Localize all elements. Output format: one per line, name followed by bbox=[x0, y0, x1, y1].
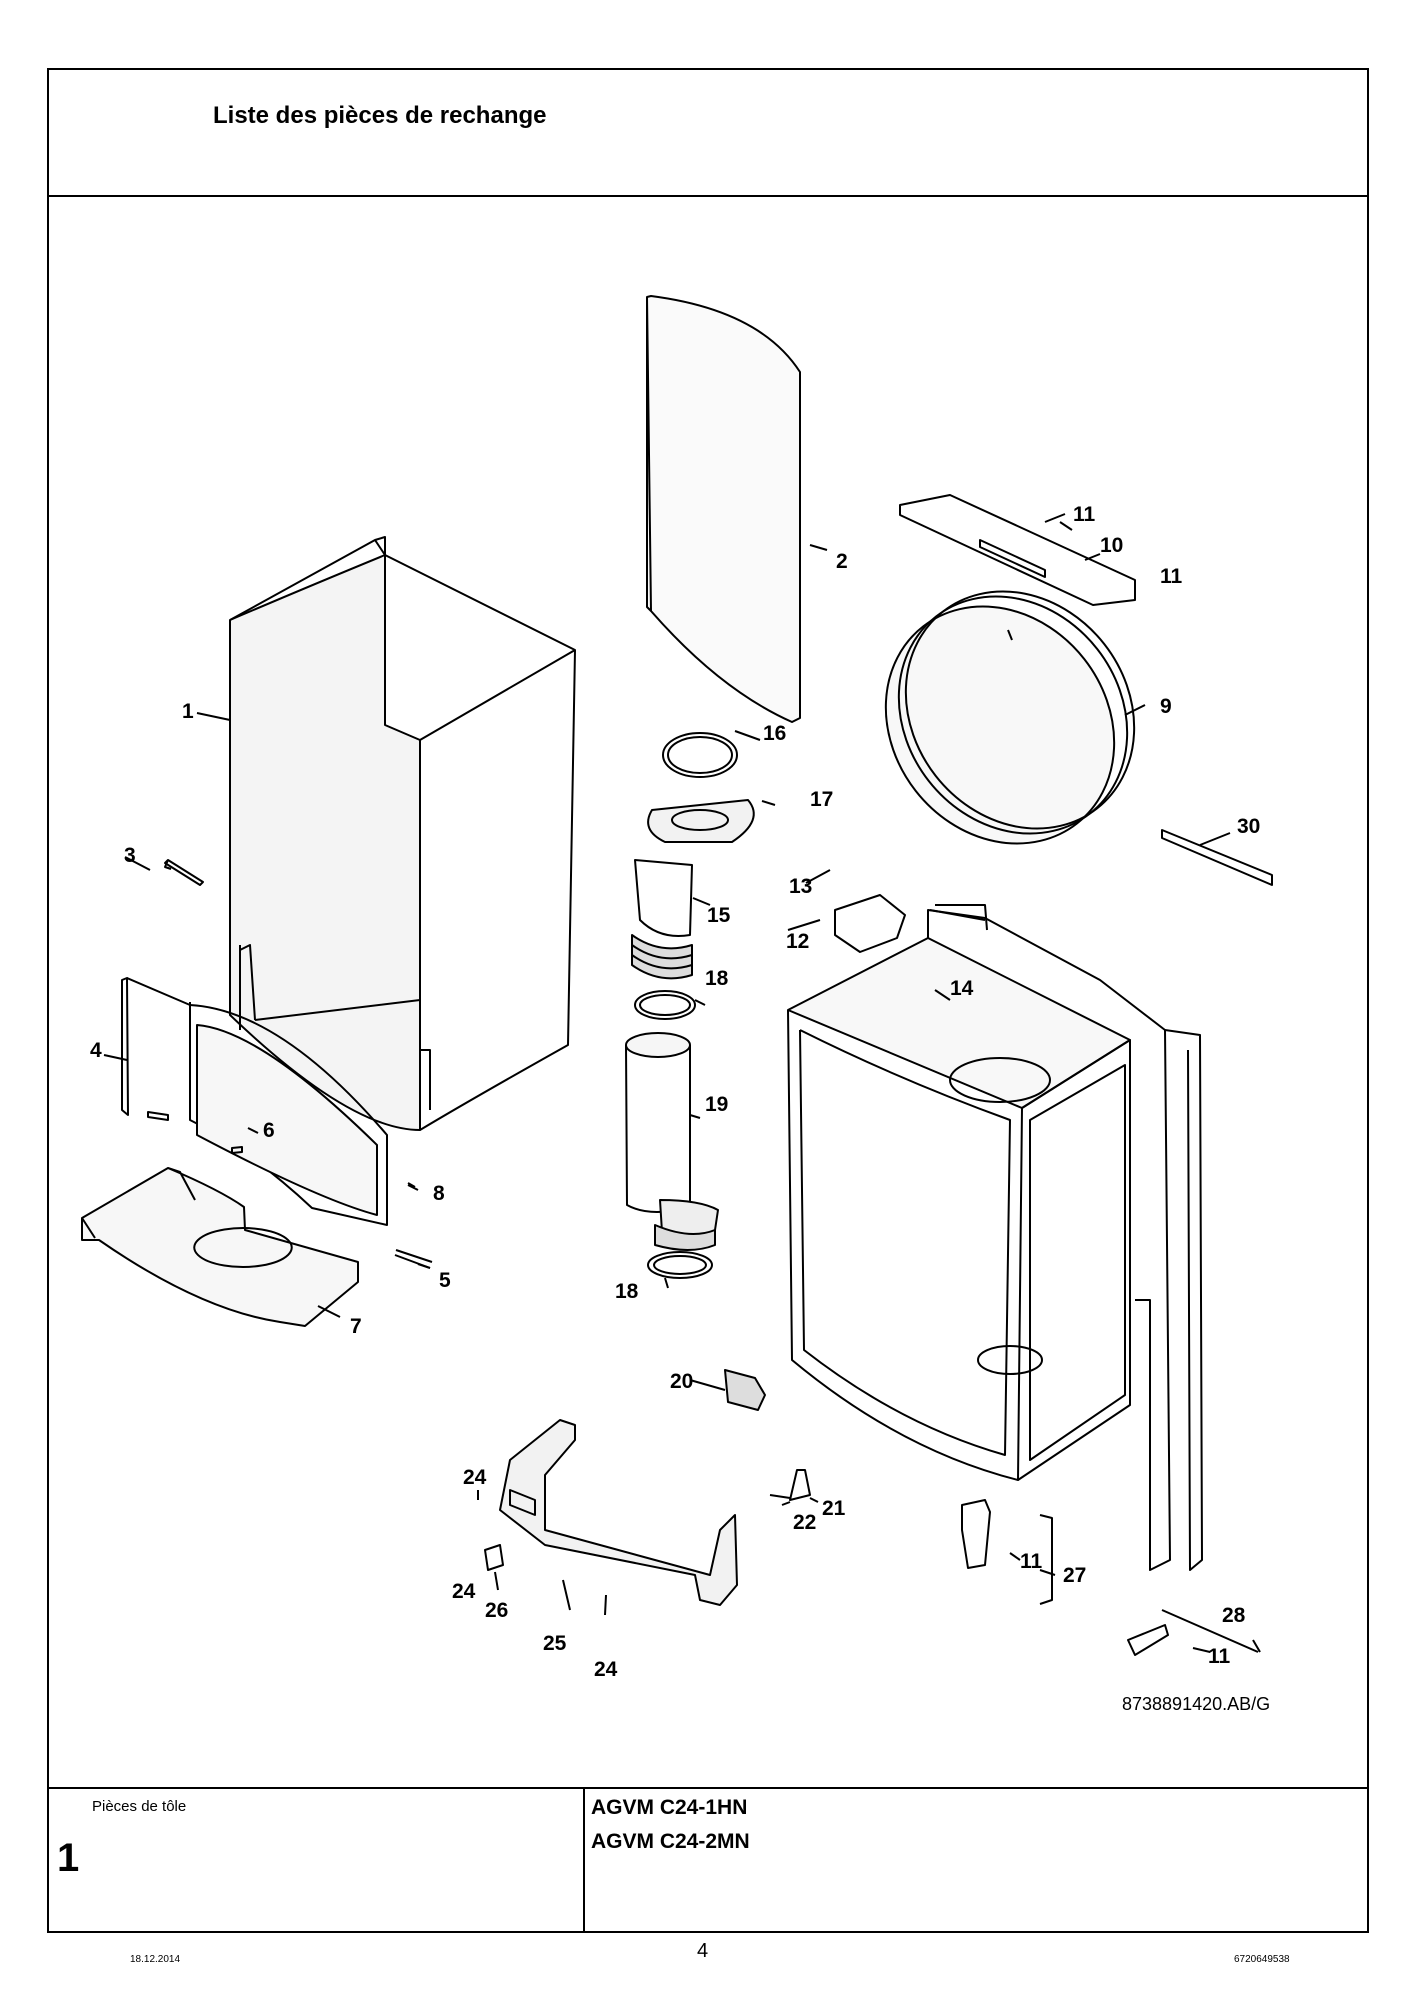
callout-7: 7 bbox=[350, 1315, 362, 1338]
part-bracket bbox=[899, 494, 1136, 606]
callout-24a: 24 bbox=[463, 1466, 487, 1489]
part-seal-18-bottom bbox=[647, 1251, 713, 1279]
part-bottom-tray bbox=[81, 1167, 359, 1327]
part-strip bbox=[1161, 829, 1273, 886]
part-seal-18-top bbox=[634, 990, 696, 1020]
part-front-casing bbox=[229, 536, 576, 1131]
callout-15: 15 bbox=[707, 904, 731, 927]
callout-6: 6 bbox=[263, 1119, 275, 1142]
part-expansion-vessel bbox=[884, 590, 1136, 845]
part-control-panel bbox=[121, 977, 388, 1226]
part-flue-connector bbox=[631, 799, 755, 980]
callout-18b: 18 bbox=[615, 1280, 639, 1303]
callout-11c: 11 bbox=[1020, 1550, 1043, 1573]
page-title: Liste des pièces de rechange bbox=[213, 102, 547, 129]
callout-12: 12 bbox=[786, 930, 809, 953]
callout-22: 22 bbox=[793, 1511, 816, 1534]
header-divider bbox=[47, 195, 1369, 197]
part-sensor bbox=[724, 1369, 766, 1411]
callout-16: 16 bbox=[763, 722, 786, 745]
model-name-1: AGVM C24-1HN bbox=[591, 1796, 748, 1819]
callout-18a: 18 bbox=[705, 967, 729, 990]
callout-11b: 11 bbox=[1160, 565, 1183, 588]
callout-13: 13 bbox=[789, 875, 812, 898]
footer-column-divider bbox=[583, 1787, 585, 1933]
callout-11d: 11 bbox=[1208, 1645, 1231, 1668]
callout-2: 2 bbox=[836, 550, 848, 573]
callout-30: 30 bbox=[1237, 815, 1260, 838]
callout-27: 27 bbox=[1063, 1564, 1086, 1587]
callout-25: 25 bbox=[543, 1632, 567, 1655]
callout-5: 5 bbox=[439, 1269, 451, 1292]
callout-21: 21 bbox=[822, 1497, 846, 1520]
section-label: Pièces de tôle bbox=[92, 1798, 187, 1815]
exploded-parts-diagram: 1 2 3 4 5 6 7 8 9 10 11 11 11 11 12 13 1… bbox=[81, 295, 1273, 1714]
callout-1: 1 bbox=[182, 700, 194, 723]
callout-20: 20 bbox=[670, 1370, 693, 1393]
part-mounting-rail bbox=[499, 1419, 738, 1606]
callout-14: 14 bbox=[950, 977, 974, 1000]
part-boiler-frame bbox=[787, 904, 1203, 1571]
part-latch bbox=[164, 859, 204, 886]
section-number: 1 bbox=[57, 1836, 80, 1880]
callout-11a: 11 bbox=[1073, 503, 1096, 526]
callout-3: 3 bbox=[124, 844, 136, 867]
callout-17: 17 bbox=[810, 788, 833, 811]
callout-24c: 24 bbox=[594, 1658, 618, 1681]
callout-10: 10 bbox=[1100, 534, 1123, 557]
part-seal-16 bbox=[662, 732, 738, 778]
page-number: 4 bbox=[697, 1940, 709, 1962]
callout-26: 26 bbox=[485, 1599, 508, 1622]
footer-date: 18.12.2014 bbox=[130, 1954, 181, 1965]
callout-24b: 24 bbox=[452, 1580, 476, 1603]
callout-9: 9 bbox=[1160, 695, 1172, 718]
page-frame bbox=[47, 68, 1369, 1933]
callout-28: 28 bbox=[1222, 1604, 1246, 1627]
callout-8: 8 bbox=[433, 1182, 445, 1205]
part-gasket bbox=[834, 894, 906, 953]
model-name-2: AGVM C24-2MN bbox=[591, 1830, 750, 1853]
document-number: 6720649538 bbox=[1234, 1954, 1290, 1965]
footer-divider bbox=[47, 1787, 1369, 1789]
diagram-reference: 8738891420.AB/G bbox=[1122, 1694, 1270, 1714]
part-flue-pipe bbox=[625, 1032, 719, 1251]
callout-19: 19 bbox=[705, 1093, 728, 1116]
part-front-panel bbox=[646, 295, 801, 723]
callout-4: 4 bbox=[90, 1039, 102, 1062]
